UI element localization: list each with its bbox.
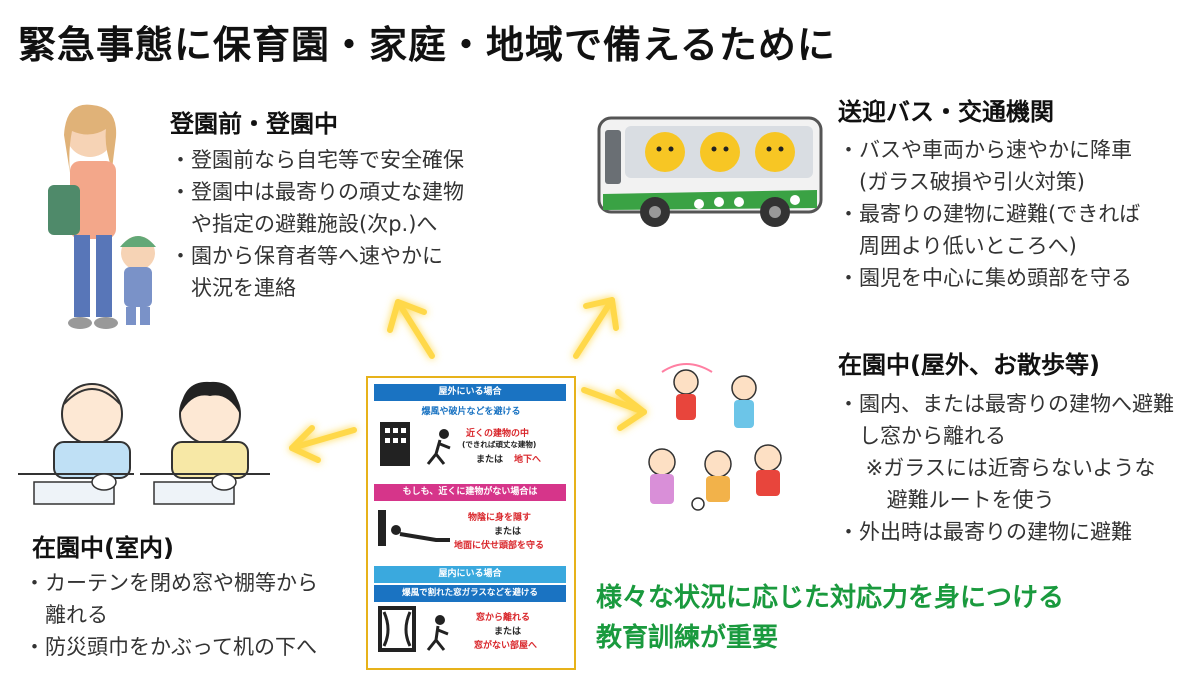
- commute-line: や指定の避難施設(次p.)へ: [170, 212, 438, 236]
- poster-inside-or: または: [494, 627, 522, 637]
- bus-line: ・バスや車両から速やかに降車: [838, 138, 1132, 162]
- children-playing-illustration: [648, 363, 782, 511]
- arrow-up-right-icon: [573, 297, 619, 359]
- bus-line: 周囲より低いところへ): [838, 234, 1077, 258]
- commute-line: ・園から保育者等へ速やかに: [170, 244, 443, 268]
- poster-nobuilding-banner: もしも、近くに建物がない場合は: [374, 484, 566, 501]
- conclusion-line-1: 様々な状況に応じた対応力を身につける: [596, 583, 1065, 613]
- outdoor-line: ・園内、または最寄りの建物へ避難: [838, 392, 1174, 416]
- building-person-icon: [380, 422, 451, 466]
- poster-outside-sub: 爆風や破片などを避ける: [421, 407, 521, 417]
- poster-nobuilding-red1: 物陰に身を隠す: [468, 513, 532, 523]
- indoor-heading: 在園中(室内): [32, 534, 174, 562]
- outdoor-line: し窓から離れる: [838, 424, 1006, 448]
- arrow-left-icon: [289, 425, 357, 463]
- poster-outside-note: (できれば頑丈な建物): [462, 440, 537, 449]
- window-person-icon: [378, 606, 449, 652]
- poster-inside-banner: 屋内にいる場合: [374, 566, 566, 583]
- outdoor-text: ・園内、または最寄りの建物へ避難 し窓から離れる ※ガラスには近寄らないような …: [838, 388, 1174, 548]
- commute-heading: 登園前・登園中: [170, 110, 338, 138]
- bus-line: (ガラス破損や引火対策): [838, 170, 1085, 194]
- indoor-line: ・防災頭巾をかぶって机の下へ: [24, 635, 317, 659]
- poster-outside-red1: 近くの建物の中: [466, 429, 530, 439]
- indoor-line: 離れる: [24, 603, 108, 627]
- poster-inside-red1: 窓から離れる: [476, 613, 531, 623]
- outdoor-line: 避難ルートを使う: [838, 488, 1055, 512]
- crouch-person-icon: [378, 510, 450, 546]
- bus-heading: 送迎バス・交通機関: [838, 98, 1054, 126]
- mother-child-illustration: [48, 104, 156, 329]
- bus-line: ・最寄りの建物に避難(できれば: [838, 202, 1141, 226]
- conclusion-line-2: 教育訓練が重要: [596, 623, 779, 653]
- commute-text: ・登園前なら自宅等で安全確保 ・登園中は最寄りの頑丈な建物 や指定の避難施設(次…: [170, 144, 464, 304]
- page-title: 緊急事態に保育園・家庭・地域で備えるために: [18, 23, 836, 67]
- outdoor-heading: 在園中(屋外、お散歩等): [838, 351, 1100, 379]
- poster-inside-red2: 窓がない部屋へ: [474, 641, 538, 651]
- arrow-up-left-icon: [387, 299, 435, 359]
- poster-nobuilding-or: または: [494, 527, 522, 537]
- children-desk-illustration: [18, 381, 270, 505]
- outdoor-line: ※ガラスには近寄らないような: [838, 456, 1156, 480]
- commute-line: ・登園中は最寄りの頑丈な建物: [170, 180, 464, 204]
- poster-outside-banner: 屋外にいる場合: [374, 384, 566, 401]
- conclusion-text: 様々な状況に応じた対応力を身につける 教育訓練が重要: [596, 578, 1064, 658]
- bus-illustration: [597, 116, 823, 227]
- commute-line: 状況を連絡: [170, 276, 296, 300]
- commute-line: ・登園前なら自宅等で安全確保: [170, 148, 464, 172]
- outdoor-line: ・外出時は最寄りの建物に避難: [838, 520, 1132, 544]
- poster-outside-red2: 地下へ: [514, 455, 542, 465]
- indoor-line: ・カーテンを閉め窓や棚等から: [24, 571, 318, 595]
- bus-text: ・バスや車両から速やかに降車 (ガラス破損や引火対策) ・最寄りの建物に避難(で…: [838, 134, 1140, 294]
- poster-nobuilding-red2: 地面に伏せ頭部を守る: [454, 541, 545, 551]
- poster-inside-sub: 爆風で割れた窓ガラスなどを避ける: [374, 585, 566, 602]
- poster-outside-or: または: [476, 455, 504, 465]
- safety-poster: 屋外にいる場合 爆風や破片などを避ける 近くの建物の中 (できれば頑丈な建物) …: [366, 376, 576, 670]
- bus-line: ・園児を中心に集め頭部を守る: [838, 266, 1132, 290]
- indoor-text: ・カーテンを閉め窓や棚等から 離れる ・防災頭巾をかぶって机の下へ: [24, 567, 318, 663]
